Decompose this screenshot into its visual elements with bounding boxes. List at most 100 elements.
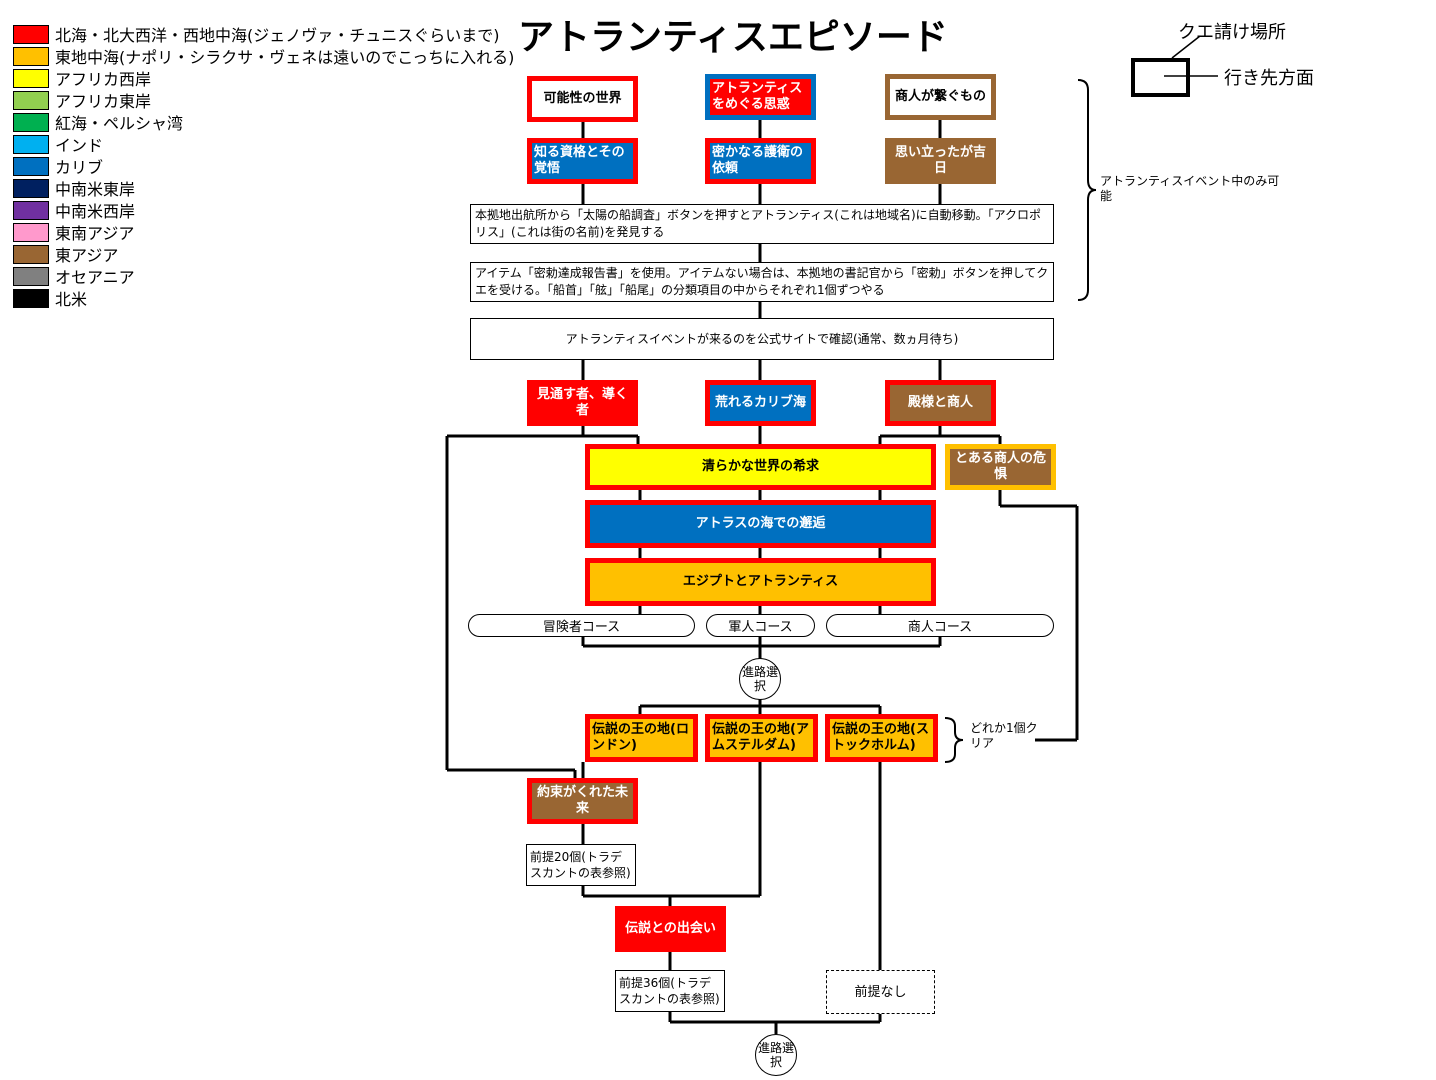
- quest-egypt-atlantis: エジプトとアトランティス: [585, 558, 936, 606]
- legend-swatch: [13, 200, 49, 220]
- note-wait-event: アトランティスイベントが来るのを公式サイトで確認(通常、数ヵ月待ち): [470, 318, 1054, 360]
- note-text: アトランティスイベントが来るのを公式サイトで確認(通常、数ヵ月待ち): [565, 331, 959, 346]
- quest-atlantis-intentions: アトランティスをめぐる思惑: [705, 74, 816, 120]
- any-one-note: どれか1個クリア: [970, 721, 1038, 750]
- key-destination-label: 行き先方面: [1224, 68, 1314, 89]
- course-label: 冒険者コース: [542, 620, 621, 635]
- legend-item: オセアニア: [13, 265, 135, 287]
- quest-promised-future: 約束がくれた未来: [527, 778, 638, 824]
- legend-swatch: [13, 112, 49, 132]
- quest-stormy-caribbean: 荒れるカリブ海: [705, 380, 816, 426]
- quest-merchant-connects: 商人が繋ぐもの: [885, 74, 996, 120]
- route-select-label: 進路選択: [757, 1041, 794, 1069]
- course-label: 軍人コース: [728, 620, 793, 635]
- quest-label: 可能性の世界: [543, 91, 622, 106]
- quest-legend-king-amsterdam: 伝説の王の地(アムステルダム): [705, 714, 818, 762]
- legend-item: 東南アジア: [13, 221, 134, 243]
- legend-swatch: [13, 90, 49, 110]
- quest-label: エジプトとアトランティス: [682, 574, 839, 589]
- quest-label: 商人が繋ぐもの: [894, 89, 986, 104]
- quest-label: アトラスの海での邂逅: [695, 516, 826, 531]
- course-adventurer: 冒険者コース: [468, 614, 695, 637]
- quest-label: 密かなる護衛の依頼: [712, 145, 804, 176]
- note-no-prereq: 前提なし: [826, 970, 935, 1014]
- quest-lord-merchant: 殿様と商人: [885, 380, 996, 426]
- note-text: 前提20個(トラデスカントの表参照): [530, 850, 631, 880]
- legend-item: 東アジア: [13, 243, 118, 265]
- quest-seer-guide: 見通す者、導く者: [527, 380, 638, 426]
- legend-item: 東地中海(ナポリ・シラクサ・ヴェネは遠いのでこっちに入れる): [13, 45, 514, 67]
- quest-legend-meeting: 伝説との出会い: [615, 906, 726, 952]
- note-prereq-36: 前提36個(トラデスカントの表参照): [615, 970, 725, 1012]
- legend-swatch: [13, 222, 49, 242]
- quest-legend-king-stockholm: 伝説の王の地(ストックホルム): [825, 714, 938, 762]
- diagram-title: アトランティスエピソード: [518, 17, 948, 58]
- note-text: 前提なし: [854, 984, 907, 1000]
- legend-swatch: [13, 156, 49, 176]
- quest-label: 伝説の王の地(ストックホルム): [832, 722, 929, 753]
- legend-swatch: [13, 288, 49, 308]
- legend-item: 中南米東岸: [13, 177, 135, 199]
- course-label: 商人コース: [907, 620, 973, 635]
- route-select-label: 進路選択: [741, 665, 778, 693]
- legend-label: インド: [55, 136, 104, 155]
- note-prereq-20: 前提20個(トラデスカントの表参照): [526, 844, 636, 886]
- note-secret-order-report: アイテム「密勅達成報告書」を使用。アイテムない場合は、本拠地の書記官から「密勅」…: [470, 262, 1054, 302]
- legend-item: 中南米西岸: [13, 199, 135, 221]
- quest-label: 清らかな世界の希求: [701, 459, 819, 474]
- legend-item: アフリカ東岸: [13, 89, 151, 111]
- key-quest-label: クエ請け場所: [1178, 22, 1286, 43]
- legend-swatch: [13, 266, 49, 286]
- legend-label: 北海・北大西洋・西地中海(ジェノヴァ・チュニスぐらいまで): [55, 26, 500, 45]
- legend-swatch: [13, 244, 49, 264]
- quest-label: 知る資格とその覚悟: [534, 145, 625, 176]
- legend-label: 紅海・ペルシャ湾: [55, 114, 184, 133]
- legend-swatch: [13, 68, 49, 88]
- legend-label: カリブ: [55, 158, 104, 177]
- quest-right-to-know: 知る資格とその覚悟: [527, 138, 638, 184]
- legend-swatch: [13, 24, 49, 44]
- quest-label: 思い立ったが吉日: [894, 145, 986, 176]
- quest-label: 伝説の王の地(アムステルダム): [712, 722, 809, 753]
- quest-seize-the-day: 思い立ったが吉日: [885, 138, 996, 184]
- quest-merchant-concern: とある商人の危惧: [945, 444, 1056, 490]
- legend-label: 東アジア: [55, 246, 119, 265]
- quest-pure-world: 清らかな世界の希求: [585, 444, 936, 490]
- course-merchant: 商人コース: [826, 614, 1054, 637]
- legend-item: 北米: [13, 287, 87, 309]
- quest-label: 約束がくれた未来: [536, 785, 628, 816]
- legend-label: 中南米東岸: [55, 180, 136, 199]
- legend-swatch: [13, 178, 49, 198]
- legend-label: 北米: [55, 290, 88, 309]
- note-text: アイテム「密勅達成報告書」を使用。アイテムない場合は、本拠地の書記官から「密勅」…: [475, 266, 1049, 297]
- legend-label: アフリカ東岸: [55, 92, 152, 111]
- route-select-node: 進路選択: [739, 658, 781, 700]
- quest-label: 殿様と商人: [907, 395, 973, 410]
- note-text: 前提36個(トラデスカントの表参照): [619, 976, 720, 1006]
- legend-label: 東南アジア: [55, 224, 135, 243]
- legend-item: 紅海・ペルシャ湾: [13, 111, 183, 133]
- legend-item: アフリカ西岸: [13, 67, 151, 89]
- note-sun-ship-survey: 本拠地出航所から「太陽の船調査」ボタンを押すとアトランティス(これは地域名)に自…: [470, 204, 1054, 244]
- quest-label: とある商人の危惧: [954, 451, 1046, 482]
- legend-swatch: [13, 46, 49, 66]
- legend-item: 北海・北大西洋・西地中海(ジェノヴァ・チュニスぐらいまで): [13, 23, 500, 45]
- quest-label: 伝説の王の地(ロンドン): [592, 722, 689, 753]
- quest-label: アトランティスをめぐる思惑: [712, 81, 803, 112]
- course-military: 軍人コース: [706, 614, 815, 637]
- quest-legend-king-london: 伝説の王の地(ロンドン): [585, 714, 698, 762]
- legend-item: インド: [13, 133, 103, 155]
- quest-atlas-encounter: アトラスの海での邂逅: [585, 500, 936, 548]
- legend-item: カリブ: [13, 155, 103, 177]
- quest-secret-escort: 密かなる護衛の依頼: [705, 138, 816, 184]
- legend-label: オセアニア: [55, 268, 135, 287]
- legend-label: 中南米西岸: [55, 202, 136, 221]
- quest-label: 伝説との出会い: [625, 921, 716, 936]
- note-text: 本拠地出航所から「太陽の船調査」ボタンを押すとアトランティス(これは地域名)に自…: [475, 208, 1042, 239]
- route-select-node-bottom: 進路選択: [755, 1034, 797, 1076]
- legend-label: アフリカ西岸: [55, 70, 152, 89]
- atlantis-only-note: アトランティスイベント中のみ可能: [1100, 174, 1280, 203]
- quest-label: 荒れるカリブ海: [714, 395, 806, 410]
- legend-label: 東地中海(ナポリ・シラクサ・ヴェネは遠いのでこっちに入れる): [55, 48, 515, 67]
